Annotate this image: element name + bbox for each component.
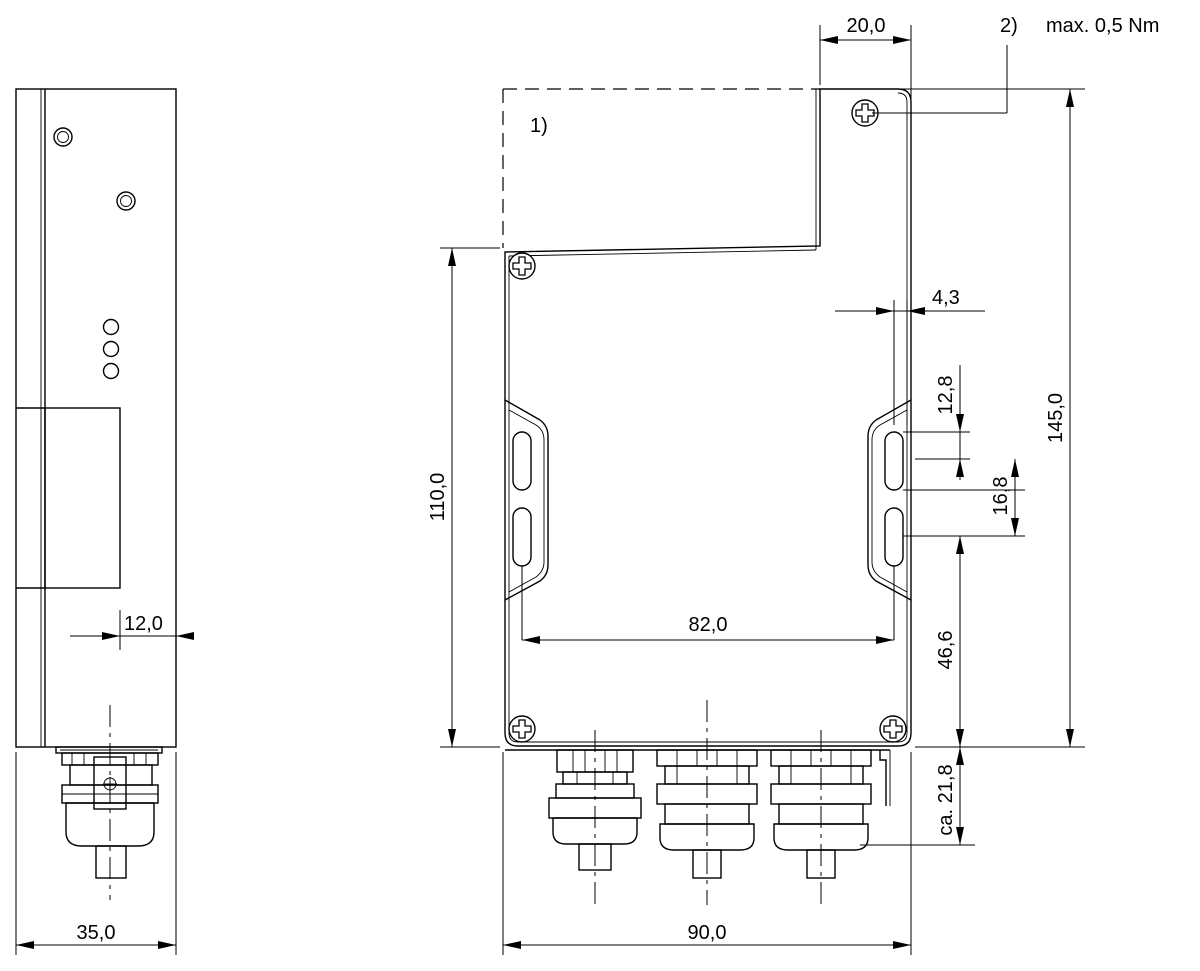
dim-12-label: 12,0 (124, 613, 163, 635)
side-cable-gland (55, 746, 163, 879)
cross-screw-bottom-left-icon (508, 715, 536, 743)
side-screw-top (53, 127, 73, 147)
dim-90-label: 90,0 (688, 922, 727, 944)
dim-82-label: 82,0 (689, 614, 728, 636)
cross-screw-top-left-icon (508, 252, 536, 280)
left-slot-upper (512, 431, 532, 491)
front-view: 1) (502, 88, 912, 905)
right-slot-upper (884, 431, 904, 491)
dim-20-label: 20,0 (847, 15, 886, 37)
note-1-label: 1) (530, 115, 548, 137)
dim-145-label: 145,0 (1045, 393, 1067, 443)
left-mounting-flange (504, 399, 549, 601)
note-2-label: 2) (1000, 15, 1018, 37)
right-mounting-flange (867, 399, 912, 601)
front-housing-outline (504, 88, 912, 747)
left-slot-lower (512, 507, 532, 567)
led-indicator-1 (102, 318, 120, 336)
dim-12-8-label: 12,8 (935, 376, 957, 415)
dim-4-3-label: 4,3 (932, 287, 960, 309)
led-indicator-3 (102, 362, 120, 380)
dim-46-6-label: 46,6 (935, 631, 957, 670)
torque-label: max. 0,5 Nm (1046, 15, 1159, 37)
dimensions: 20,0 2) max. 0,5 Nm 145,0 110,0 4,3 (427, 15, 1159, 955)
dim-35-label: 35,0 (77, 922, 116, 944)
cross-screw-bottom-right-icon (879, 715, 907, 743)
right-slot-lower (884, 507, 904, 567)
side-housing-outline (15, 88, 177, 748)
side-label-plate (44, 407, 121, 589)
dim-110-label: 110,0 (427, 473, 449, 522)
side-screw-mid (116, 191, 136, 211)
led-indicator-2 (102, 340, 120, 358)
side-view: 12,0 35,0 (15, 88, 194, 955)
dim-16-8-label: 16,8 (990, 477, 1012, 516)
dim-21-8-label: ca. 21,8 (935, 764, 957, 835)
